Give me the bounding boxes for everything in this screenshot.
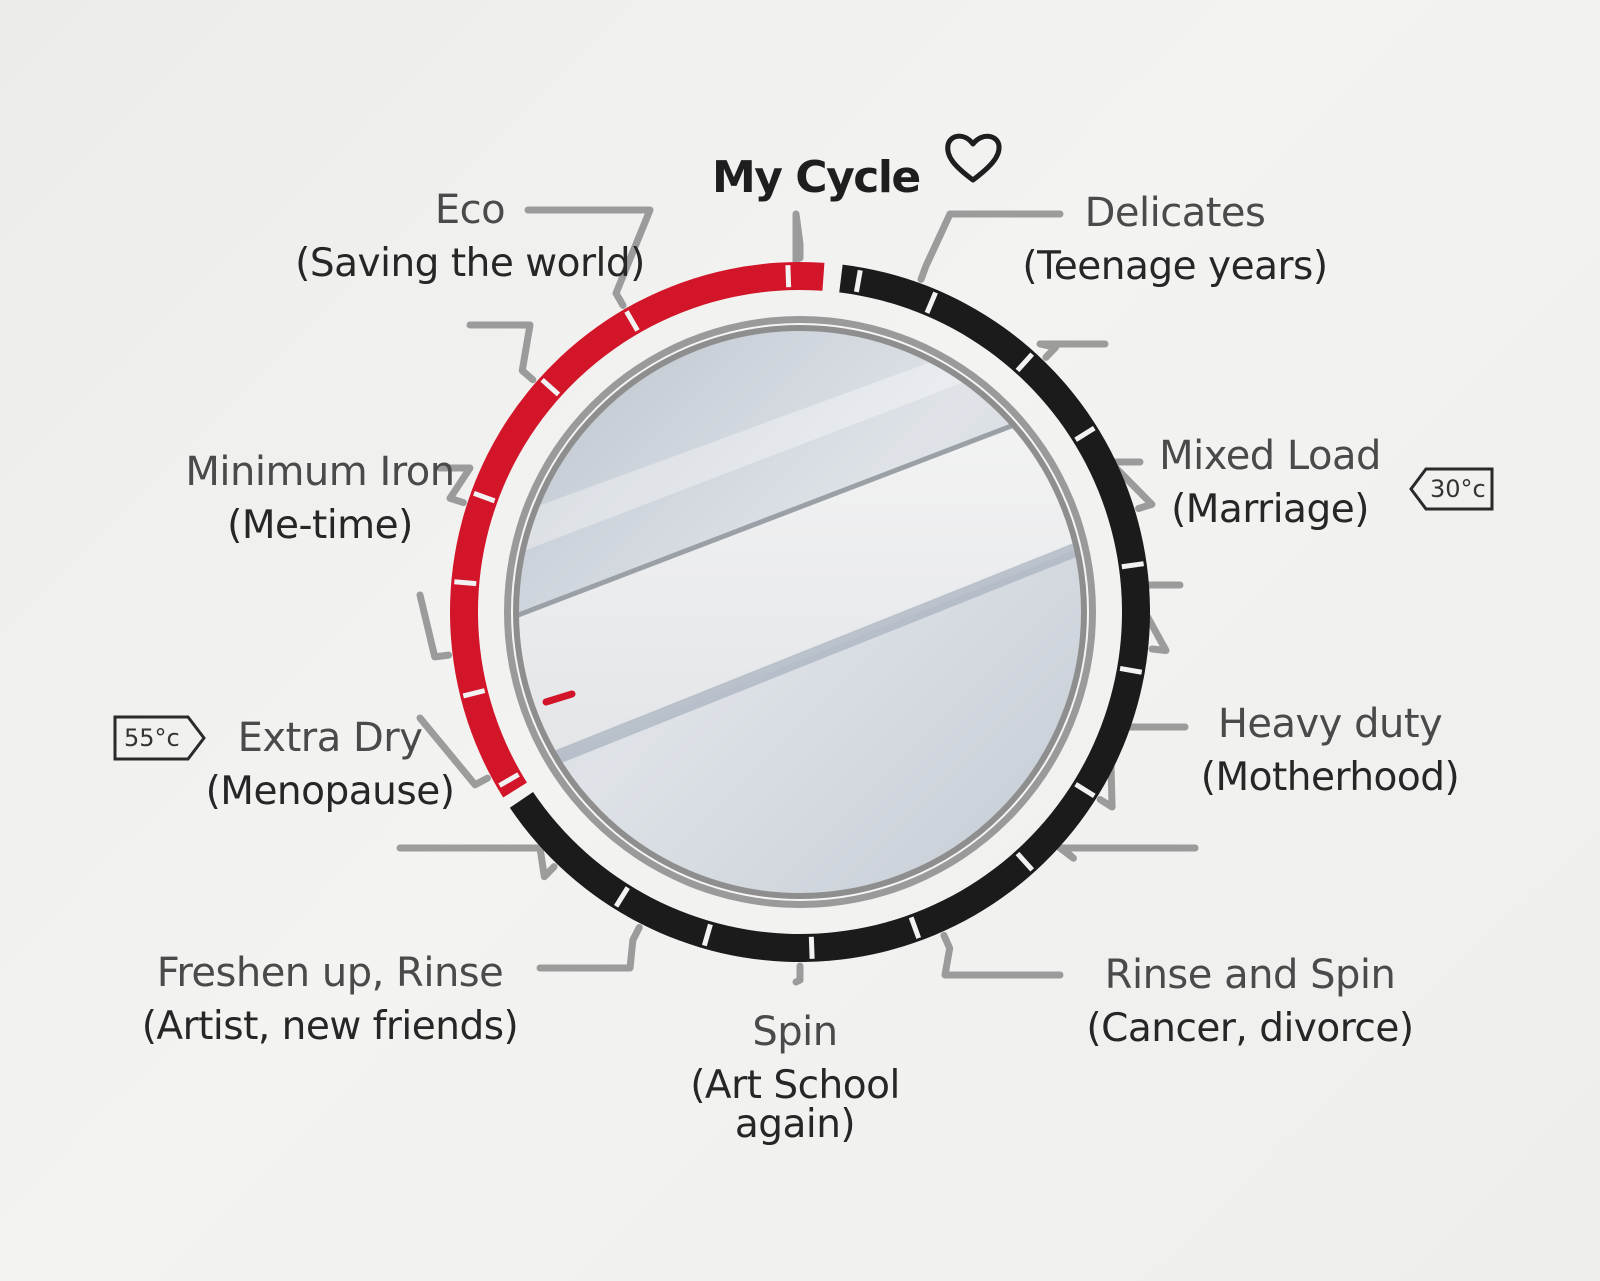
dial-tick [808,936,815,959]
cycle-name: Mixed Load [1159,433,1381,479]
leader-line [524,206,654,309]
cycle-label-minimum-iron: Minimum Iron (Me-time) [170,452,470,545]
leader-line [416,714,491,789]
temperature-tag-55: 55°c [112,714,208,762]
dial-tick [1121,561,1144,570]
cycle-name: Extra Dry [237,715,423,761]
dial-tick [498,772,520,788]
dial-tick [1074,782,1096,799]
dial-tick [908,916,922,939]
dial-tick [540,377,561,397]
leader-line [1036,340,1109,361]
leader-line [536,923,643,972]
active-cycle-arc [449,261,825,798]
leader-line [940,931,1064,979]
cycle-meaning: (Menopause) [205,769,455,814]
leader-line [1106,458,1156,512]
cycle-meaning: (Saving the world) [295,241,645,286]
leader-line [466,321,537,384]
cycle-label-heavy-duty: Heavy duty (Motherhood) [1180,704,1480,797]
tag-outline-icon [113,715,206,761]
cycle-name: Minimum Iron [185,449,455,495]
dial-tick [1015,851,1035,872]
cycle-label-rinse-and-spin: Rinse and Spin (Cancer, divorce) [1080,955,1420,1048]
temperature-value: 55°c [124,724,180,752]
cycle-meaning: (Marriage) [1171,487,1369,532]
dial-tick [613,886,630,908]
temperature-tag-30: 30°c [1408,466,1496,512]
cycle-meaning: (Teenage years) [1022,244,1328,289]
cycle-label-eco: Eco (Saving the world) [290,190,650,283]
cycle-label-delicates: Delicates (Teenage years) [1010,193,1340,286]
cycle-label-spin: Spin (Art School again) [625,1012,965,1144]
cycle-meaning: (Artist, new friends) [141,1004,519,1049]
dial-tick [1119,665,1143,675]
page-title: My Cycle [712,152,921,203]
cycle-meaning: (Art School again) [690,1063,900,1147]
dial-ring [449,261,1150,962]
leader-lines [396,206,1199,986]
cycle-name: Rinse and Spin [1104,952,1396,998]
tag-outline-icon [1409,467,1494,511]
leader-line [792,210,804,266]
dial-pointer [542,690,576,706]
cycle-label-extra-dry: Extra Dry (Menopause) [190,718,470,811]
dial-tick [624,310,640,332]
leader-line [416,591,453,661]
dial-tick [785,265,792,288]
dial-tick [454,579,477,587]
leader-line [436,464,474,507]
leader-line [396,844,558,881]
leader-line [1056,844,1199,862]
dial-tick [462,688,486,699]
dial-tick [701,923,713,947]
dial-tick [1015,352,1035,373]
cycle-meaning: (Me-time) [227,503,413,548]
door-window [504,316,1096,908]
dial-tick [1074,425,1096,442]
cycle-meaning: (Motherhood) [1200,755,1460,800]
cycle-name: Spin [752,1009,838,1055]
temperature-value: 30°c [1430,475,1486,503]
heart-icon [945,133,1002,183]
cycle-label-mixed-load: Mixed Load (Marriage) [1140,436,1400,529]
cycle-name: Freshen up, Rinse [156,950,504,996]
dial-tick [473,490,496,504]
cycle-label-freshen-up: Freshen up, Rinse (Artist, new friends) [140,953,520,1046]
dial-tick [853,269,863,293]
leader-line [792,962,804,986]
leader-line [917,210,1064,283]
cycle-name: Heavy duty [1217,701,1443,747]
cycle-meaning: (Cancer, divorce) [1086,1006,1414,1051]
cycle-name: Eco [434,187,506,233]
dial-tick [924,291,938,314]
cycle-name: Delicates [1084,190,1266,236]
